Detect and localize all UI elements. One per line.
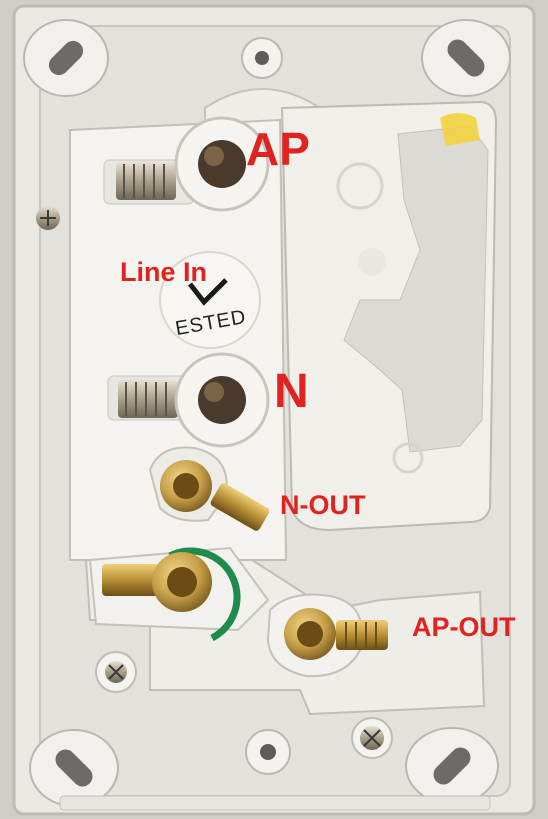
screw-left <box>36 206 60 230</box>
n-out-terminal <box>148 446 270 531</box>
mounting-slot-bottom-right <box>405 727 499 805</box>
earth-terminal <box>88 546 270 642</box>
mounting-slot-top-right <box>421 19 511 97</box>
label-ap: AP <box>246 123 310 175</box>
label-n: N <box>274 365 309 418</box>
tested-stamp <box>159 251 261 349</box>
label-n-out: N-OUT <box>280 490 366 520</box>
ap-terminal <box>103 116 270 212</box>
label-ap-out: AP-OUT <box>412 612 516 642</box>
screw-lower-right <box>351 717 393 759</box>
mounting-slot-bottom-left <box>29 729 119 807</box>
n-terminal <box>107 352 270 448</box>
mounting-slot-top-left <box>23 19 109 97</box>
label-line-in: Line In <box>120 257 207 287</box>
screw-lower-left <box>95 651 137 693</box>
ap-out-terminal <box>266 593 388 678</box>
